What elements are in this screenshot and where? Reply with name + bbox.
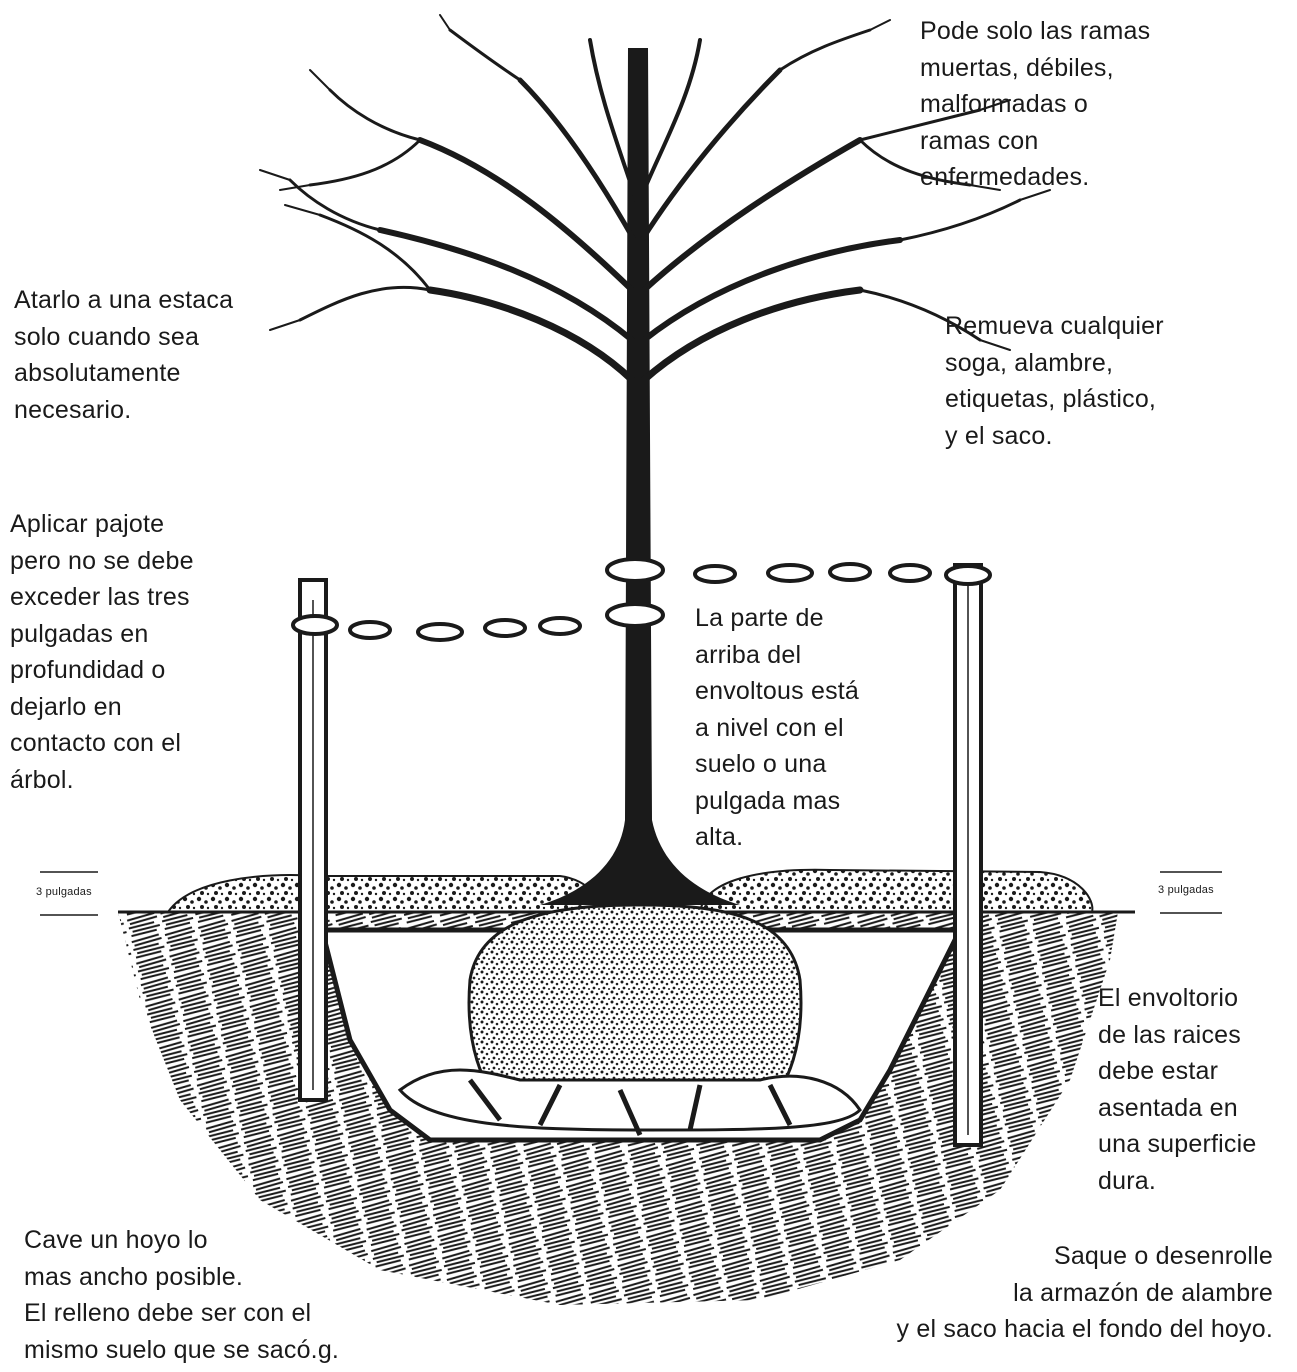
prune-instruction: Pode solo las ramas muertas, débiles, ma… — [920, 13, 1150, 196]
remove-materials-instruction: Remueva cualquier soga, alambre, etiquet… — [945, 308, 1164, 454]
mulch-instruction: Aplicar pajote pero no se debe exceder l… — [10, 506, 194, 798]
depth-label-right: 3 pulgadas — [1158, 884, 1214, 897]
rootball-base-instruction: El envoltorio de las raices debe estar a… — [1098, 980, 1256, 1199]
unwrap-instruction: Saque o desenrolle la armazón de alambre… — [897, 1238, 1274, 1348]
rootball-level-instruction: La parte de arriba del envoltous está a … — [695, 600, 859, 856]
stake-instruction: Atarlo a una estaca solo cuando sea abso… — [14, 282, 233, 428]
dig-hole-instruction: Cave un hoyo lo mas ancho posible. El re… — [24, 1222, 339, 1368]
depth-label-left: 3 pulgadas — [36, 886, 92, 899]
